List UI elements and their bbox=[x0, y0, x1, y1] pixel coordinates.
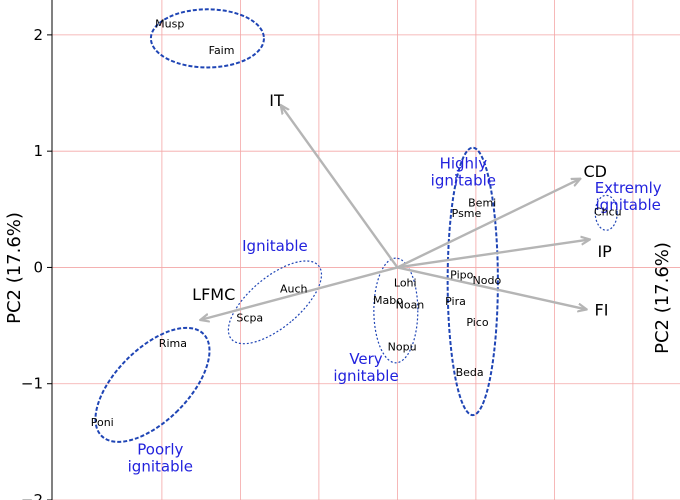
vector-label: CD bbox=[583, 162, 607, 181]
species-label: Nodo bbox=[473, 274, 502, 287]
vector-label: IT bbox=[269, 91, 284, 110]
group-label: Ignitable bbox=[242, 237, 308, 255]
species-label: Faim bbox=[209, 44, 235, 57]
species-label: Pipo bbox=[450, 268, 473, 281]
species-label: Pira bbox=[445, 295, 466, 308]
species-label: Auch bbox=[280, 282, 308, 295]
grid bbox=[52, 0, 680, 500]
y-tick-label: −2 bbox=[21, 491, 43, 500]
loading-vectors: IT CD IP FI LFMC bbox=[192, 91, 612, 320]
vector-arrow bbox=[397, 240, 589, 269]
group-ellipse bbox=[373, 257, 419, 364]
group-ellipse bbox=[227, 260, 323, 345]
vector-label: IP bbox=[597, 242, 612, 261]
vector-arrow bbox=[397, 266, 585, 309]
species-label: Beda bbox=[456, 366, 484, 379]
vector-label: FI bbox=[595, 300, 609, 319]
species-label: Scpa bbox=[236, 311, 263, 324]
species-label: Bemi bbox=[468, 196, 496, 209]
y-tick-label: −1 bbox=[21, 375, 43, 393]
species-label: Mabo bbox=[373, 294, 403, 307]
group-ellipse bbox=[594, 194, 618, 231]
species-label: Psme bbox=[452, 207, 482, 220]
species-label: Musp bbox=[155, 17, 184, 30]
vector-label: LFMC bbox=[192, 285, 235, 304]
species-label: Chcu bbox=[594, 206, 622, 219]
species-label: Rima bbox=[159, 337, 187, 350]
group-ellipse bbox=[149, 8, 265, 69]
group-ellipse bbox=[446, 146, 499, 417]
species-label: Poni bbox=[91, 416, 114, 429]
group-ellipse bbox=[94, 326, 211, 443]
species-label: Lohi bbox=[394, 277, 417, 290]
vector-arrow bbox=[281, 106, 399, 269]
y-axis-label: PC2 (17.6%) bbox=[4, 212, 25, 324]
species-label: Pico bbox=[466, 316, 488, 329]
species-label: Nopu bbox=[388, 341, 417, 354]
y-tick-label: 0 bbox=[33, 258, 43, 276]
vector-arrow bbox=[201, 266, 398, 319]
y-tick-label: 2 bbox=[33, 26, 43, 44]
species-label: Noan bbox=[396, 299, 425, 312]
vector-arrow bbox=[396, 179, 579, 269]
y-tick-label: 1 bbox=[33, 142, 43, 160]
axes: −2 −1 0 1 2 bbox=[21, 0, 53, 500]
y-axis-label-right: PC2 (17.6%) bbox=[652, 242, 673, 354]
